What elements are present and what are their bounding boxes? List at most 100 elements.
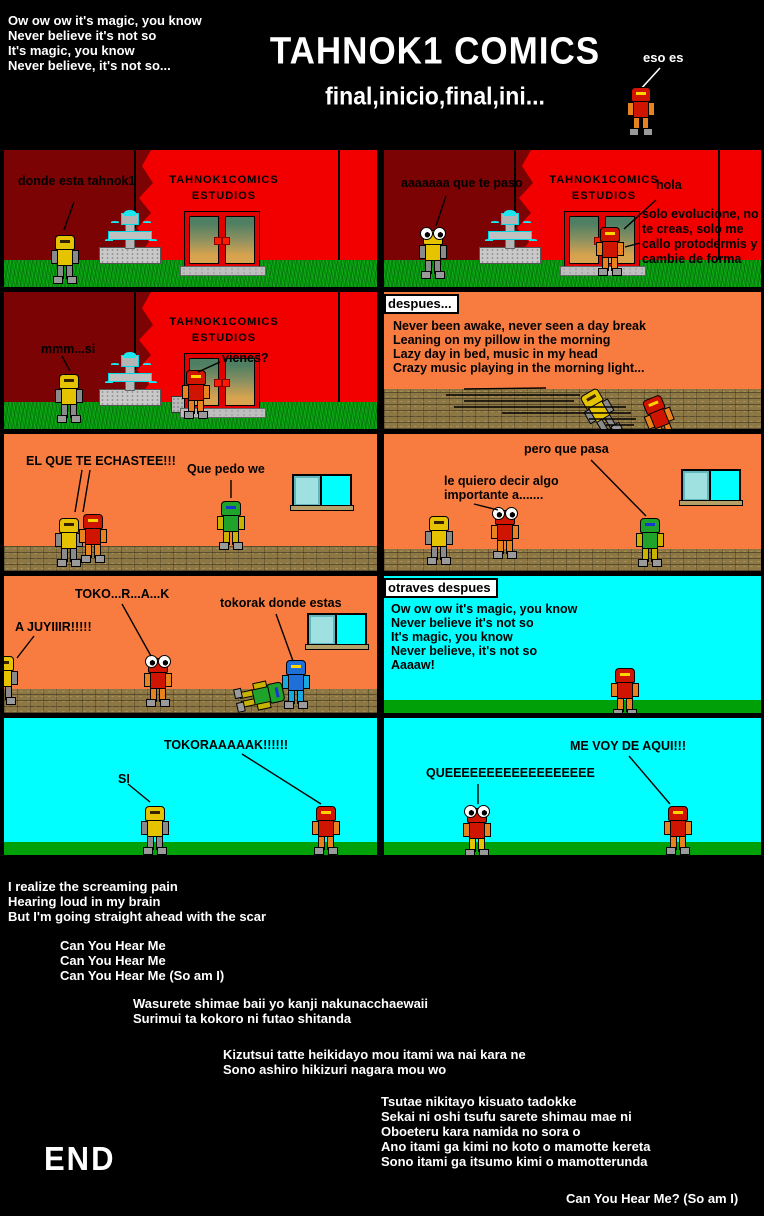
window-pane: [309, 615, 337, 645]
wall-edge-line: [514, 150, 516, 228]
character-green-robot: [636, 518, 664, 567]
speech-queee: QUEEEEEEEEEEEEEEEEEE: [426, 766, 595, 780]
character-yellow-robot: [55, 374, 83, 423]
studio-sign: TAHNOK1COMICS ESTUDIOS: [162, 314, 286, 346]
studio-sign-text: ESTUDIOS: [191, 332, 257, 344]
door-glass: [225, 358, 255, 406]
speech-pointer-lines: [63, 201, 75, 231]
robot-foot: [435, 271, 445, 279]
fountain: [479, 210, 543, 264]
speech-me-voy-de-aqui: ME VOY DE AQUI!!!: [570, 739, 686, 753]
robot-arm: [632, 683, 639, 697]
robot-eye: [433, 227, 446, 240]
speech-hola: hola: [656, 178, 682, 192]
robot-arm: [203, 385, 210, 399]
speech-que-pedo: Que pedo we: [187, 462, 265, 476]
character-blue-robot: [282, 660, 310, 709]
speech-si: SI: [118, 772, 130, 786]
grass-ground: [384, 700, 761, 713]
robot-arm: [512, 525, 519, 539]
robot-arm: [664, 821, 671, 835]
panel-lyrics: Never been awake, never seen a day break…: [393, 319, 646, 375]
robot-arm: [627, 102, 634, 116]
robot-foot: [666, 847, 676, 855]
robot-eye: [505, 507, 518, 520]
robot-eye: [158, 655, 171, 668]
character-red-robot: [627, 87, 655, 136]
robot-arm: [55, 533, 62, 547]
speech-vienes: vienes?: [222, 351, 269, 365]
robot-arm: [141, 821, 148, 835]
wall-edge-line: [718, 150, 720, 260]
robot-foot: [6, 697, 16, 705]
speech-pointer-lines: [74, 469, 232, 513]
character-yellow-robot-shocked: [419, 227, 447, 279]
robot-eyes: [434, 521, 444, 524]
robot-foot: [493, 551, 503, 559]
studio-sign-text: TAHNOK1COMICS: [169, 316, 279, 328]
robot-eyes: [64, 523, 74, 526]
speed-lines: [446, 387, 636, 426]
robot-foot: [652, 559, 662, 567]
fountain: [99, 210, 163, 264]
robot-arm: [282, 675, 289, 689]
studio-sign-text: ESTUDIOS: [191, 190, 257, 202]
robot-foot: [465, 849, 475, 855]
lyric-line: Never believe it's not so: [8, 28, 157, 43]
window-sill: [305, 644, 369, 650]
lyric-line: It's magic, you know: [8, 43, 135, 58]
robot-arm: [611, 683, 618, 697]
door-handle: [214, 379, 222, 387]
character-yellow-robot-leaving: [4, 656, 18, 705]
character-yellow-robot: [141, 806, 169, 855]
comic-panel-2: aaaaaaa que te paso hola solo evolucione…: [384, 150, 761, 287]
robot-foot: [284, 701, 294, 709]
floor: [4, 689, 377, 713]
robot-arm: [303, 675, 310, 689]
robot-arm: [648, 102, 655, 116]
header-lyrics: Ow ow ow it's magic, you know Never beli…: [8, 13, 202, 73]
character-green-robot: [217, 501, 245, 550]
fountain-part: [124, 352, 136, 358]
robot-arm: [657, 533, 664, 547]
character-red-robot-shocked: [491, 507, 519, 559]
robot-arm: [79, 529, 86, 543]
speech-a-juyiiir: A JUYIIIR!!!!!: [15, 620, 92, 634]
robot-arm: [51, 250, 58, 264]
character-red-robot: [596, 227, 624, 276]
robot-arm: [596, 242, 603, 256]
floor: [384, 549, 761, 571]
robot-foot: [314, 847, 324, 855]
speech-pointer-lines: [16, 603, 294, 662]
speech-el-que-te-echastee: EL QUE TE ECHASTEE!!!: [26, 454, 176, 468]
footer-verse-2: Wasurete shimae baii yo kanji nakunaccha…: [133, 996, 429, 1026]
caption-text: eso es: [643, 50, 684, 65]
robot-torso: [633, 101, 649, 118]
comic-title: TAHNOK1 COMICS: [269, 30, 601, 73]
grass-ground: [4, 842, 377, 855]
caption-box-otraves: otraves despues: [384, 578, 498, 598]
robot-eyes: [88, 519, 98, 522]
character-red-robot-shocked: [144, 655, 172, 707]
wall-edge-line: [338, 150, 340, 260]
robot-arm: [491, 525, 498, 539]
robot-eyes: [291, 665, 301, 668]
robot-foot: [71, 559, 81, 567]
speech-tokoraaaaak: TOKORAAAAAK!!!!!!: [164, 738, 289, 752]
robot-torso: [617, 682, 633, 699]
window: [290, 474, 354, 511]
fountain: [99, 352, 163, 406]
window: [679, 469, 743, 506]
robot-foot: [427, 557, 437, 565]
robot-arm: [419, 245, 426, 259]
robot-eye: [420, 227, 433, 240]
robot-eyes: [605, 232, 615, 235]
speech-pointer-lines: [477, 755, 671, 805]
comic-panel-5: EL QUE TE ECHASTEE!!! Que pedo we: [4, 434, 377, 571]
